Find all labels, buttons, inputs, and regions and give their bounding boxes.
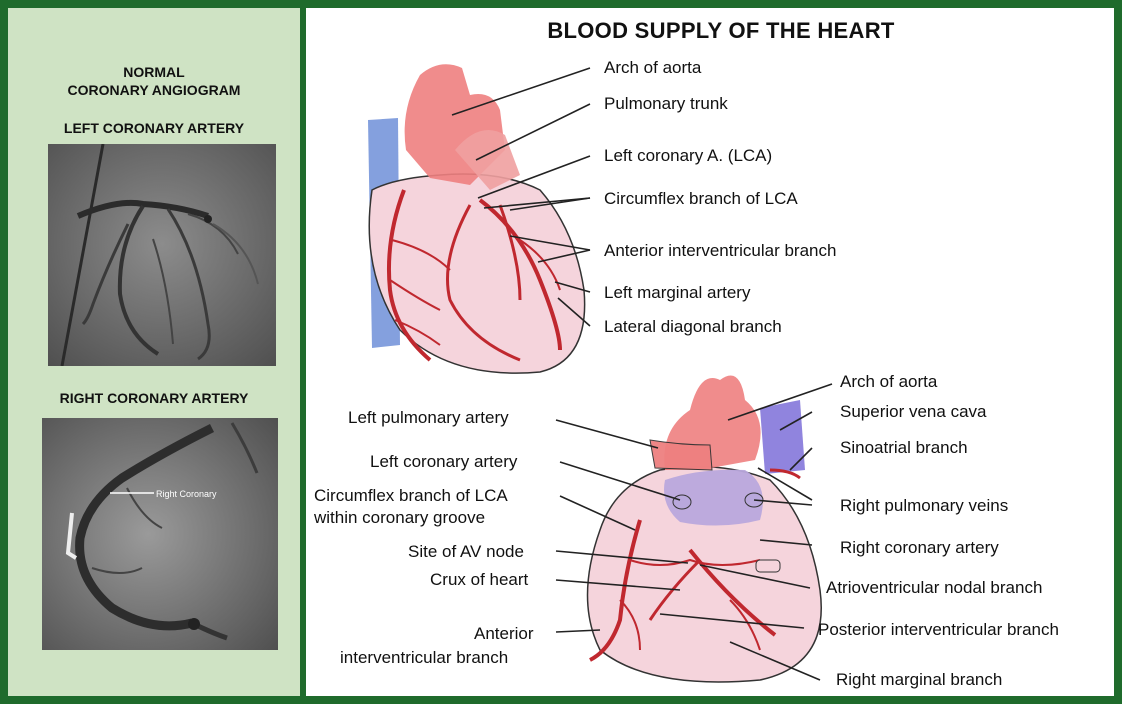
label-circumflex-branch: Circumflex branch of LCA [604,189,798,209]
label-pulmonary-trunk: Pulmonary trunk [604,94,728,114]
label-anterior-interventricular-branch: Anterior interventricular branch [604,241,836,261]
label-right-pulmonary-veins: Right pulmonary veins [840,496,1008,516]
label-anterior: Anterior [474,624,534,644]
label-superior-vena-cava: Superior vena cava [840,402,986,422]
label-lateral-diagonal-branch: Lateral diagonal branch [604,317,782,337]
label-left-pulmonary-artery: Left pulmonary artery [348,408,509,428]
label-left-coronary-artery: Left coronary artery [370,452,517,472]
label-posterior-interventricular-branch: Posterior interventricular branch [818,620,1059,640]
label-interventricular-branch: interventricular branch [340,648,508,668]
label-circumflex-branch-posterior: Circumflex branch of LCA [314,486,508,506]
label-right-marginal-branch: Right marginal branch [836,670,1002,690]
anterior-heart [368,64,585,373]
label-atrioventricular-nodal-branch: Atrioventricular nodal branch [826,578,1042,598]
label-arch-of-aorta-posterior: Arch of aorta [840,372,937,392]
label-left-coronary-a: Left coronary A. (LCA) [604,146,772,166]
posterior-heart [588,376,822,683]
label-within-coronary-groove: within coronary groove [314,508,485,528]
label-arch-of-aorta: Arch of aorta [604,58,701,78]
label-crux-of-heart: Crux of heart [430,570,528,590]
label-left-marginal-artery: Left marginal artery [604,283,750,303]
label-sinoatrial-branch: Sinoatrial branch [840,438,968,458]
label-site-of-av-node: Site of AV node [408,542,524,562]
label-right-coronary-artery: Right coronary artery [840,538,999,558]
